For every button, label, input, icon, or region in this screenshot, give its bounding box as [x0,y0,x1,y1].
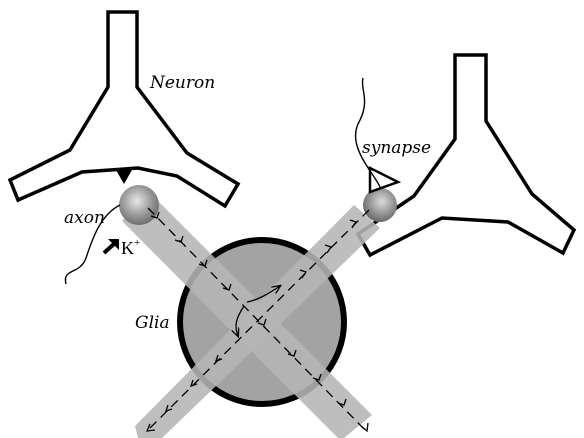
ion-symbol: K [121,238,134,258]
potassium-ion-label: K+ [121,237,140,258]
axon-label: axon [64,208,105,228]
synapse-label: synapse [362,138,431,158]
synapse-triangle [370,168,398,192]
synapse-terminal [363,188,397,222]
axon-terminal-wedge [116,170,132,184]
axon-terminal [119,185,159,225]
neuron-label: Neuron [149,73,215,93]
arrow-up-right-icon [104,239,119,253]
ion-charge: + [134,237,140,249]
glia-label: Glia [135,313,170,333]
